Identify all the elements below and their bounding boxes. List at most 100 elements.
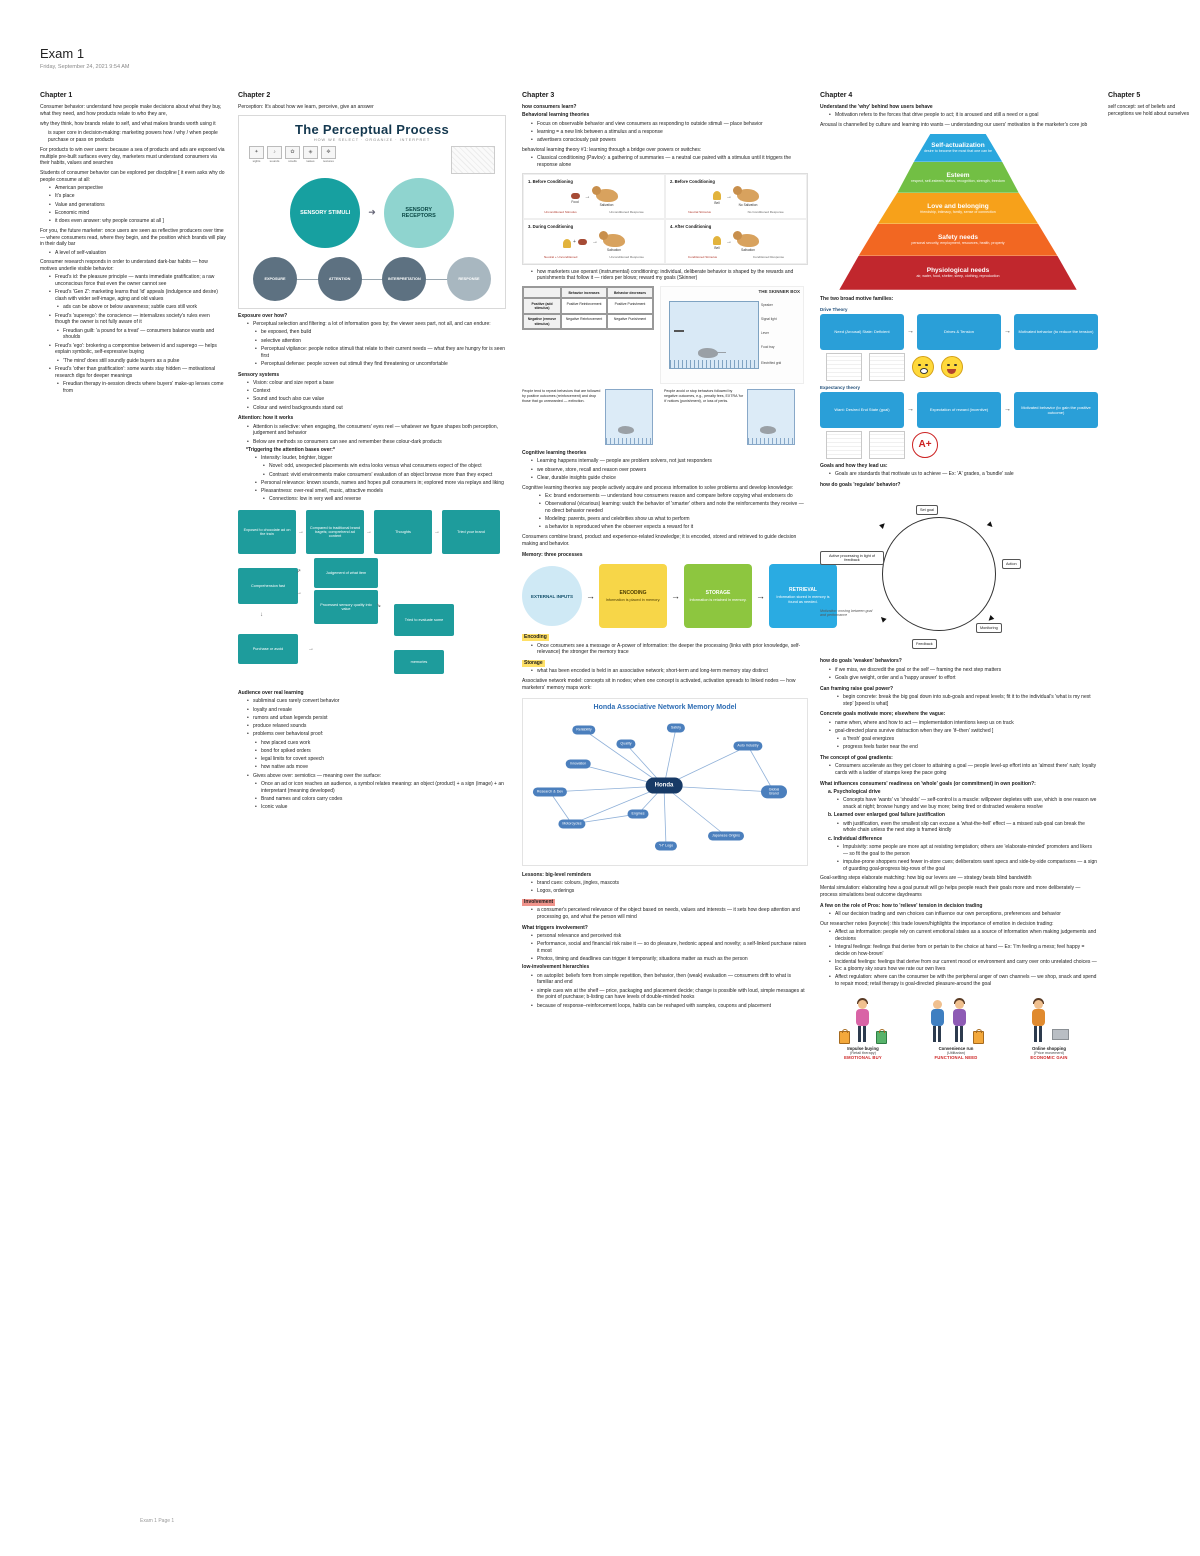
note-line: It's place — [48, 193, 226, 200]
note-line: is super core in decision-making: market… — [48, 130, 218, 143]
chapter4-tail: how do goals 'weaken' behaviors?if we mi… — [820, 658, 1098, 987]
note-line: Freudian therapy in-session directs wher… — [56, 381, 226, 395]
flow-box: Motivated behavior (to gain the positive… — [1014, 391, 1098, 428]
pyramid-band-esteem: Esteem respect, self-esteem, status, rec… — [897, 161, 1019, 193]
person-figure — [1030, 998, 1048, 1046]
arrow-icon: → — [907, 406, 914, 413]
note-line: Context — [246, 388, 506, 395]
flow-box: Need (Arousal) State: Deficient — [820, 313, 904, 350]
pyramid-band-safety: Safety needs personal security, employme… — [858, 223, 1058, 256]
note-line: Freud's 'ego': brokering a compromise be… — [48, 343, 226, 357]
flow-box: Tried your brand — [442, 510, 500, 554]
column-chapter3: Chapter 3 how consumers learn?Behavioral… — [522, 92, 837, 1011]
loop-step-feedback: Feedback — [912, 639, 937, 650]
arrow-icon: → — [726, 238, 732, 245]
network-node: Motorcycles — [558, 818, 586, 829]
perceptual-process-figure: The Perceptual Process HOW WE SELECT · O… — [238, 114, 506, 309]
note-line: 'The mind' does still soundly guide buye… — [56, 358, 226, 365]
stage-exposure: EXPOSURE — [253, 256, 297, 301]
loop-step-processing: Active processing in light of feedback — [820, 551, 884, 566]
note-line: goal-directed plans survive distraction … — [828, 728, 1098, 735]
arrow-icon: → — [1004, 328, 1011, 335]
stage-response: RESPONSE — [446, 256, 491, 301]
note-line: how placed cues work — [254, 740, 506, 747]
arrow-icon: → — [907, 328, 914, 335]
column-chapter5: Chapter 5 self concept: set of beliefs a… — [1108, 92, 1194, 119]
associative-network: Honda Reliability Safety Quality Auto In… — [526, 712, 800, 862]
column-chapter1: Chapter 1 Consumer behavior: understand … — [40, 92, 226, 396]
page-footer: Exam 1 Page 1 — [140, 1518, 175, 1524]
note-line: b. Learned over enlarged goal failure ju… — [828, 812, 945, 819]
eye-icon: ✦ — [249, 145, 264, 159]
chapter4-heading: Chapter 4 — [820, 92, 853, 99]
external-inputs-circle: EXTERNAL INPUTS — [522, 566, 582, 627]
perception-flow-cluster: Comprehension fast Judgement of what ite… — [238, 558, 506, 684]
expectancy-theory-label: Expectancy theory — [820, 384, 861, 390]
note-line: Photos, timing and deadlines can trigger… — [530, 956, 808, 963]
skinner-mini-illustration — [605, 389, 653, 445]
arrow-icon: → — [308, 646, 314, 652]
note-line: Exposure over how? — [238, 312, 288, 319]
note-line: Cognitive learning theories say people a… — [522, 484, 794, 491]
operant-conditioning-row: Behavior increases Behavior decreases Po… — [522, 286, 808, 384]
note-line: For products to win over users: because … — [40, 146, 225, 167]
flow-box: memories — [394, 650, 444, 674]
note-line: Modeling: parents, peers and celebrities… — [538, 516, 808, 523]
note-line: Lessons: big-level reminders — [522, 871, 592, 878]
note-line: Vision: colour and size report a base — [246, 380, 506, 387]
note-line: Value and generations — [48, 202, 226, 209]
laptop-icon — [1051, 1029, 1069, 1041]
note-line: how do goals 'regulate' behavior? — [820, 481, 901, 488]
note-line: Novel: odd, unexpected placements win ex… — [262, 463, 506, 470]
column-chapter4: Chapter 4 Understand the 'why' behind ho… — [820, 92, 1098, 1060]
note-line: how do goals 'weaken' behaviors? — [820, 658, 902, 665]
arrowhead-icon: ▶ — [878, 521, 888, 530]
network-node: Research & Dev — [532, 786, 568, 797]
note-line: Ex: brand endorsements — understand how … — [538, 493, 808, 500]
note-line: Consumer behavior: understand how people… — [40, 104, 222, 117]
arrow-icon: ➜ — [368, 207, 376, 218]
flow-box: Purchase or avoid — [238, 634, 298, 664]
classical-conditioning-figure: 1. Before Conditioning Food → Salivation… — [522, 172, 808, 265]
arrowhead-icon: ▶ — [878, 614, 888, 624]
figure-title: The Perceptual Process — [295, 121, 449, 137]
note-line: learning = a new link between a stimulus… — [530, 129, 808, 136]
page-timestamp: Friday, September 24, 2021 9:54 AM — [40, 64, 130, 70]
note-line: c. Individual difference — [828, 835, 883, 842]
chapter3-mid: how marketers use operant (instrumental)… — [522, 269, 808, 283]
note-line: Involvement — [522, 898, 556, 906]
column-chapter2: Chapter 2 Perception: It's about how we … — [238, 92, 506, 812]
note-line: behavioral learning theory #1: learning … — [522, 146, 702, 153]
note-line: Observational (vicarious) learning: watc… — [538, 501, 808, 515]
expectancy-theory-illustrations: A+ — [820, 430, 1098, 459]
note-line: Integral feelings: feelings that derive … — [828, 944, 1098, 958]
a-plus-grade-icon: A+ — [912, 431, 938, 458]
arrow-icon: ↘ — [376, 603, 382, 609]
operant-table: Behavior increases Behavior decreases Po… — [522, 286, 654, 331]
chapter5-notes: self concept: set of beliefs and percept… — [1108, 104, 1194, 118]
note-line: Freud's 'superego': the conscience — int… — [48, 313, 226, 327]
note-line: how native ads move — [254, 764, 506, 771]
conditioning-panel-2: 2. Before Conditioning Bell → No Salivat… — [665, 173, 807, 219]
conditioning-panel-1: 1. Before Conditioning Food → Salivation… — [523, 173, 665, 219]
note-line: name when, where and how to act — implem… — [828, 720, 1098, 727]
pyramid-band-physiological: Physiological needs air, water, food, sh… — [839, 255, 1077, 290]
note-line: Logos, orderings — [530, 888, 808, 895]
chapter3-heading: Chapter 3 — [522, 92, 555, 99]
person-figure — [951, 998, 969, 1046]
note-line: Connections: low in very well and revers… — [262, 496, 506, 503]
doodle-sketch — [826, 430, 862, 459]
chapter3-intro: how consumers learn?Behavioral learning … — [522, 104, 808, 169]
doodle-sketch — [869, 430, 905, 459]
note-line: Concrete goals motivate more; elsewhere … — [820, 711, 946, 718]
note-line: For you, the future marketer: once users… — [40, 227, 226, 248]
note-line: a behavior is reproduced when the observ… — [538, 524, 808, 531]
note-line: with justification, even the smallest sl… — [836, 821, 1098, 835]
note-line: Below are methods so consumers can see a… — [246, 439, 506, 446]
flow-box: Motivated behavior (to reduce the tensio… — [1014, 313, 1098, 350]
note-line: Performance, social and financial risk r… — [530, 941, 808, 955]
drive-theory-label: Drive Theory — [820, 306, 848, 312]
note-line: Consumers accelerate as they get closer … — [828, 763, 1098, 777]
conditioning-panel-3: 3. During Conditioning + → Salivation Ne… — [523, 218, 665, 264]
chapter1-notes: Consumer behavior: understand how people… — [40, 104, 226, 394]
